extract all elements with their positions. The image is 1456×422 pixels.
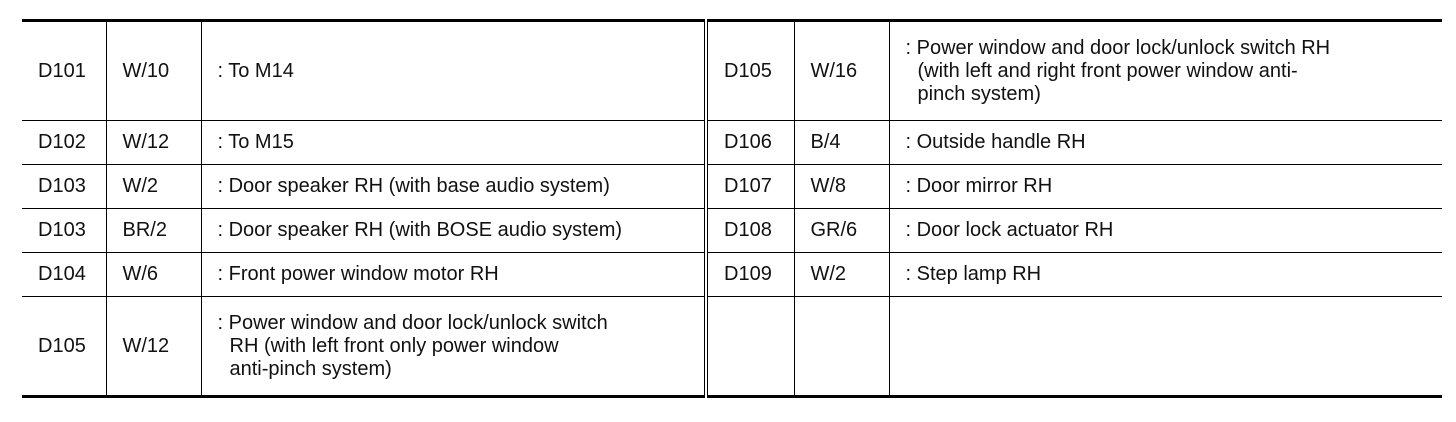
- description-line: : Door lock actuator RH: [905, 219, 1114, 241]
- connector-code: D102: [22, 120, 107, 165]
- connector-code: D105: [22, 296, 107, 397]
- connector-description: [888, 296, 1442, 397]
- table-row: D105 W/12 : Power window and door lock/u…: [22, 296, 1442, 397]
- description-line: : To M15: [217, 131, 294, 153]
- connector-type: W/6: [105, 252, 202, 297]
- table-row: D102 W/12 : To M15 D106 B/4 : Outside ha…: [22, 120, 1442, 165]
- description-line: : Power window and door lock/unlock swit…: [905, 36, 1331, 59]
- description-line: (with left and right front power window …: [917, 59, 1298, 82]
- connector-type: W/2: [793, 252, 890, 297]
- table-row: D101 W/10 : To M14 D105 W/16 : Power win…: [22, 20, 1442, 121]
- connector-description: : Step lamp RH: [888, 252, 1442, 297]
- connector-code: D105: [705, 20, 795, 121]
- connector-code: D104: [22, 252, 107, 297]
- connector-code: D108: [705, 208, 795, 253]
- connector-type: GR/6: [793, 208, 890, 253]
- description-line: : Power window and door lock/unlock swit…: [217, 311, 608, 334]
- table-row: D103 W/2 : Door speaker RH (with base au…: [22, 164, 1442, 209]
- connector-type: W/12: [105, 120, 202, 165]
- connector-description: : Power window and door lock/unlock swit…: [200, 296, 708, 397]
- description-line: : Front power window motor RH: [217, 263, 499, 285]
- connector-code: [705, 296, 795, 397]
- connector-type: W/2: [105, 164, 202, 209]
- description-line: : Outside handle RH: [905, 131, 1086, 153]
- table-row: D104 W/6 : Front power window motor RH D…: [22, 252, 1442, 297]
- connector-code: D101: [22, 20, 107, 121]
- connector-description: : To M14: [200, 20, 708, 121]
- description-line: pinch system): [917, 82, 1041, 105]
- description-line: : Step lamp RH: [905, 263, 1042, 285]
- connector-code: D103: [22, 208, 107, 253]
- description-line: : To M14: [217, 59, 294, 82]
- connector-list-table: D101 W/10 : To M14 D105 W/16 : Power win…: [22, 19, 1442, 398]
- connector-code: D103: [22, 164, 107, 209]
- connector-description: : Door speaker RH (with base audio syste…: [200, 164, 708, 209]
- description-line: : Door mirror RH: [905, 175, 1053, 197]
- connector-type: W/16: [793, 20, 890, 121]
- description-line: : Door speaker RH (with base audio syste…: [217, 175, 610, 197]
- connector-description: : Front power window motor RH: [200, 252, 708, 297]
- connector-type: W/12: [105, 296, 202, 397]
- connector-description: : Door lock actuator RH: [888, 208, 1442, 253]
- description-line: : Door speaker RH (with BOSE audio syste…: [217, 219, 623, 241]
- connector-description: : Outside handle RH: [888, 120, 1442, 165]
- connector-type: W/10: [105, 20, 202, 121]
- connector-code: D107: [705, 164, 795, 209]
- connector-type: [793, 296, 890, 397]
- connector-code: D109: [705, 252, 795, 297]
- table-row: D103 BR/2 : Door speaker RH (with BOSE a…: [22, 208, 1442, 253]
- connector-type: BR/2: [105, 208, 202, 253]
- connector-description: : To M15: [200, 120, 708, 165]
- connector-description: : Door mirror RH: [888, 164, 1442, 209]
- connector-type: B/4: [793, 120, 890, 165]
- connector-description: : Power window and door lock/unlock swit…: [888, 20, 1442, 121]
- description-line: anti-pinch system): [229, 357, 392, 380]
- connector-code: D106: [705, 120, 795, 165]
- connector-description: : Door speaker RH (with BOSE audio syste…: [200, 208, 708, 253]
- connector-type: W/8: [793, 164, 890, 209]
- description-line: RH (with left front only power window: [229, 334, 559, 357]
